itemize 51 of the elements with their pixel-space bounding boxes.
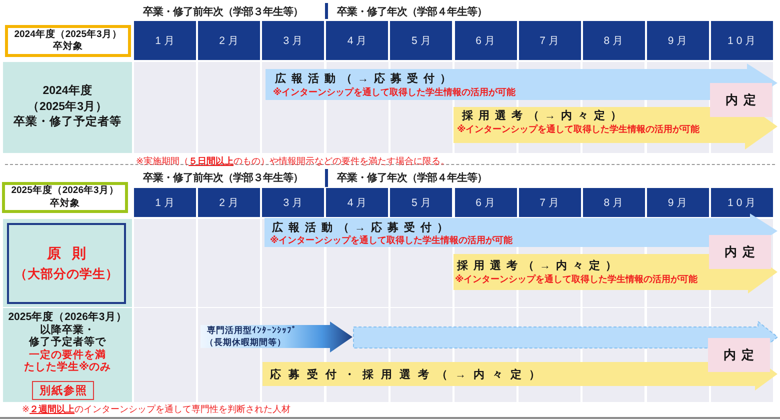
month-header: 8月 xyxy=(582,188,645,217)
band-note: ※インターンシップを通して取得した学生情報の活用が可能 xyxy=(457,123,700,136)
month-header: 8月 xyxy=(582,21,645,60)
band-label: 広報活動（→応募受付） xyxy=(275,72,456,86)
period-heading: 卒業・修了年次（学部４年生等） xyxy=(337,5,487,19)
month-header: 9月 xyxy=(646,188,709,217)
row-header: 2024年度（2025年3月）卒業・修了予定者等 xyxy=(3,62,132,153)
band-label: 採用選考（→内々定） xyxy=(457,258,622,273)
period-heading: 卒業・修了前年次（学部３年生等） xyxy=(143,171,303,185)
month-header: 2月 xyxy=(198,21,260,60)
month-header: 4月 xyxy=(326,21,388,60)
month-header: 5月 xyxy=(390,21,452,60)
footnote: ※実施期間（５日間以上のもの）や情報開示などの要件を満たす場合に限る。 xyxy=(136,155,450,168)
month-header: 3月 xyxy=(262,188,324,217)
row-header-text: 2025年度（2026年3月）以降卒業・修了予定者等で xyxy=(7,311,128,348)
month-header: 5月 xyxy=(390,188,452,217)
month-header: 4月 xyxy=(326,188,388,217)
band-label: 採用選考（→内々定） xyxy=(462,108,627,123)
month-header: 10月 xyxy=(710,188,773,217)
month-header: 7月 xyxy=(518,188,581,217)
band-note: ※インターンシップを通して取得した学生情報の活用が可能 xyxy=(273,86,516,99)
band-note: （長期休暇期間等） xyxy=(205,337,286,349)
offer-box: 内定 xyxy=(708,338,770,372)
cohort-label: 2025年度（2026年3月）卒対象 xyxy=(2,182,128,213)
month-header: 6月 xyxy=(454,21,516,60)
reference-box: 別紙参照 xyxy=(32,381,94,400)
month-header: 7月 xyxy=(518,21,581,60)
period-heading: 卒業・修了前年次（学部３年生等） xyxy=(143,5,303,19)
month-header: 2月 xyxy=(198,188,260,217)
period-heading: 卒業・修了年次（学部４年生等） xyxy=(337,171,487,185)
principle-title: 原則 xyxy=(46,244,97,262)
band-label: 広報活動（→応募受付） xyxy=(272,220,454,235)
offer-box: 内定 xyxy=(710,83,772,117)
offer-box: 内定 xyxy=(709,235,771,269)
band-label: 応募受付・採用選考（→内々定） xyxy=(270,368,548,382)
cohort-label: 2024年度（2025年3月）卒対象 xyxy=(5,25,131,57)
band-note: ※インターンシップを通して取得した学生情報の活用が可能 xyxy=(270,234,513,247)
month-header: 1月 xyxy=(134,188,196,217)
month-header: 9月 xyxy=(646,21,709,60)
month-header: 3月 xyxy=(262,21,324,60)
band-label: 専門活用型ｲﾝﾀｰﾝｼｯﾌﾟ xyxy=(207,325,297,337)
month-header: 6月 xyxy=(454,188,516,217)
month-header: 1月 xyxy=(134,21,196,60)
month-header: 10月 xyxy=(710,21,773,60)
principle-box xyxy=(7,223,126,304)
requirement-text: 一定の要件を満たした学生※のみ xyxy=(22,348,112,374)
principle-subtitle: （大部分の学生） xyxy=(14,266,118,282)
band-note: ※インターンシップを通して取得した学生情報の活用が可能 xyxy=(455,273,698,286)
internship-band xyxy=(200,321,353,353)
footnote: ※２週間以上のインターンシップを通して専門性を判断された人材 xyxy=(22,403,291,416)
row-header xyxy=(3,308,132,402)
